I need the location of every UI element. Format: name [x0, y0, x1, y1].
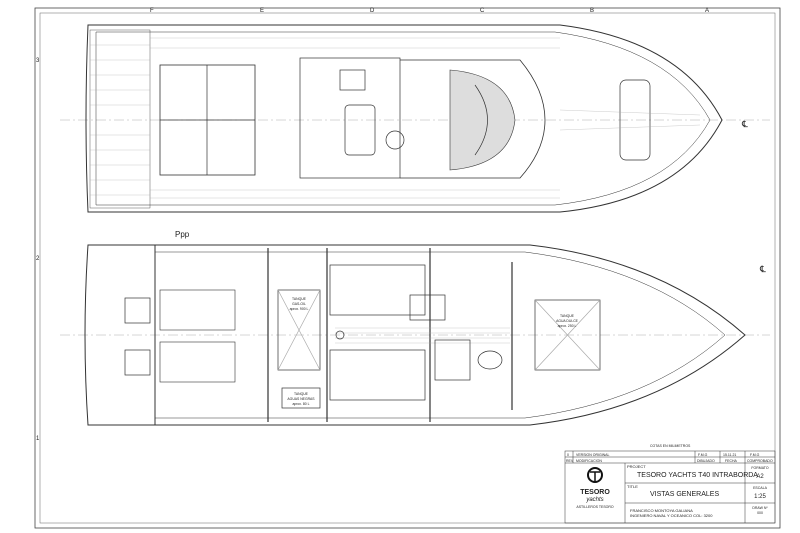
svg-text:PROJECT: PROJECT: [627, 464, 646, 469]
svg-text:DIBUJADO: DIBUJADO: [697, 459, 715, 463]
drawing-title: VISTAS GENERALES: [650, 491, 719, 498]
svg-text:FORMATO: FORMATO: [751, 466, 768, 470]
drawing-frame: [34, 7, 781, 529]
tank-label: aprox. 80 L: [293, 402, 310, 406]
column-label: F: [150, 8, 154, 14]
tank-label: TANQUE: [560, 314, 575, 318]
row-label: 2: [36, 256, 40, 262]
tank-label: GAS-OIL: [292, 302, 306, 306]
svg-text:000: 000: [757, 511, 763, 515]
svg-text:COMPROBADO: COMPROBADO: [747, 459, 773, 463]
tank-label: TANQUE: [294, 392, 309, 396]
project-name: TESORO YACHTS T40 INTRABORDA: [637, 472, 758, 479]
tank-label: aprox. 900 L: [290, 307, 309, 311]
svg-text:TITLE: TITLE: [627, 484, 638, 489]
svg-text:0: 0: [567, 453, 569, 457]
svg-text:INGENIERO NAVAL Y OCEANICO COL: INGENIERO NAVAL Y OCEANICO COL: 3200: [630, 513, 713, 518]
tank-label: AGUAS NEGRAS: [287, 397, 315, 401]
row-label: 3: [36, 58, 40, 64]
svg-text:FRANCISCO MONTOYA GALIANA: FRANCISCO MONTOYA GALIANA: [630, 508, 693, 513]
svg-text:F.M.G: F.M.G: [698, 453, 708, 457]
column-label: B: [590, 8, 594, 14]
svg-text:ASTILLEROS TESORO: ASTILLEROS TESORO: [576, 505, 614, 509]
svg-text:A2: A2: [756, 474, 764, 480]
label-ppp: Ppp: [175, 230, 190, 239]
svg-text:15.11.21: 15.11.21: [723, 453, 736, 457]
inner-frame: [39, 12, 776, 524]
interior-plan-view: ℄: [60, 244, 770, 426]
svg-text:DRAW Nº: DRAW Nº: [752, 506, 768, 510]
svg-text:TESORO: TESORO: [580, 489, 610, 496]
svg-text:REV: REV: [566, 459, 574, 463]
tank-label: aprox. 250 L: [558, 324, 577, 328]
tank-label: TANQUE: [292, 297, 307, 301]
column-label: C: [480, 8, 485, 14]
column-label: E: [260, 8, 264, 14]
row-label: 1: [36, 436, 40, 442]
tank-label: AGUA DULCE: [556, 319, 579, 323]
svg-text:F.M.G: F.M.G: [750, 453, 760, 457]
tesoro-logo: TESORO yachts ASTILLEROS TESORO: [576, 467, 614, 509]
svg-text:yachts: yachts: [585, 497, 603, 503]
svg-text:1:25: 1:25: [754, 494, 766, 500]
centerline-symbol: ℄: [741, 119, 748, 129]
svg-text:COTAS EN MILIMETROS: COTAS EN MILIMETROS: [650, 444, 691, 448]
svg-text:MODIFICACION: MODIFICACION: [576, 459, 602, 463]
svg-text:VERSION ORIGINAL: VERSION ORIGINAL: [576, 453, 610, 457]
svg-text:ESCALA: ESCALA: [753, 486, 767, 490]
title-block: COTAS EN MILIMETROS 0 VERSION ORIGINAL F…: [564, 444, 776, 524]
centerline-symbol: ℄: [759, 264, 766, 274]
svg-text:FECHA: FECHA: [725, 459, 738, 463]
deck-plan-view: ℄: [60, 24, 770, 213]
column-label: A: [705, 8, 709, 14]
column-label: D: [370, 8, 375, 14]
